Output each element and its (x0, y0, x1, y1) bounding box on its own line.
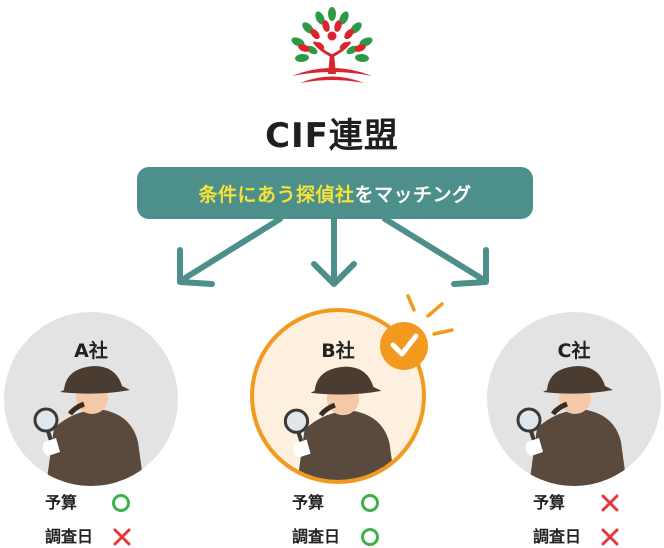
matching-banner: 条件にあう探偵社をマッチング (137, 167, 533, 219)
criteria-budget-label: 予算 (292, 493, 325, 512)
arrow-to-c (382, 216, 487, 283)
matching-highlight-text: 条件にあう探偵社 (198, 183, 355, 206)
criteria-date-label: 調査日 (45, 527, 94, 546)
org-name: CIF連盟 (265, 116, 399, 156)
circle-ok-icon (361, 528, 379, 546)
detective-icon (283, 366, 395, 480)
arrow-to-a (179, 216, 283, 283)
criteria-date-label: 調査日 (533, 527, 582, 546)
cif-tree-logo-icon (291, 7, 373, 83)
detective-icon (516, 366, 627, 486)
company-b-label: B社 (321, 340, 355, 362)
company-a-label: A社 (74, 340, 108, 362)
circle-ok-icon (112, 494, 130, 512)
company-a-circle: A社 (4, 312, 178, 486)
company-c-circle: C社 (487, 312, 661, 486)
criteria-budget-label: 予算 (45, 493, 78, 512)
criteria-budget-label: 予算 (533, 493, 566, 512)
cross-ng-icon (601, 528, 619, 546)
detective-icon (33, 366, 144, 486)
company-c-label: C社 (557, 340, 591, 362)
criteria-date-label: 調査日 (292, 527, 341, 546)
cross-ng-icon (601, 494, 619, 512)
matching-rest-text: をマッチング (354, 183, 472, 206)
cross-ng-icon (113, 528, 131, 546)
check-circle-icon (380, 294, 454, 370)
circle-ok-icon (361, 494, 379, 512)
